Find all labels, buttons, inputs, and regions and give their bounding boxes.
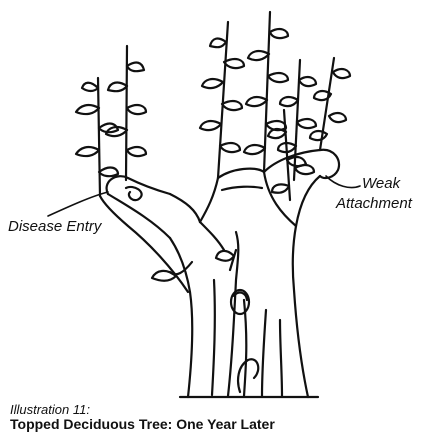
leaves — [76, 29, 350, 281]
illustration-number: Illustration 11: — [10, 402, 90, 417]
bark-line — [212, 280, 215, 395]
right-stub-cut — [320, 150, 339, 178]
bark-line — [244, 300, 246, 396]
trunk-left-edge — [170, 238, 192, 397]
sprout — [98, 78, 100, 196]
sprout — [320, 58, 334, 150]
weak-attachment-label-line1: Weak — [362, 175, 400, 192]
illustration-title: Topped Deciduous Tree: One Year Later — [10, 416, 275, 432]
right-branch — [264, 150, 320, 172]
left-stub-cut — [107, 176, 170, 194]
center-stub-cut — [218, 169, 264, 178]
bark-line — [280, 320, 282, 396]
trunk-knot — [231, 290, 249, 314]
center-stub-right — [264, 172, 296, 226]
disease-entry-label: Disease Entry — [8, 218, 101, 235]
stub-wound — [126, 187, 142, 200]
trunk-right-edge — [293, 226, 308, 397]
bark-line — [238, 359, 258, 392]
center-stub-left — [200, 178, 218, 222]
bark-line — [262, 310, 266, 396]
weak-attachment-label-line2: Attachment — [336, 195, 412, 212]
